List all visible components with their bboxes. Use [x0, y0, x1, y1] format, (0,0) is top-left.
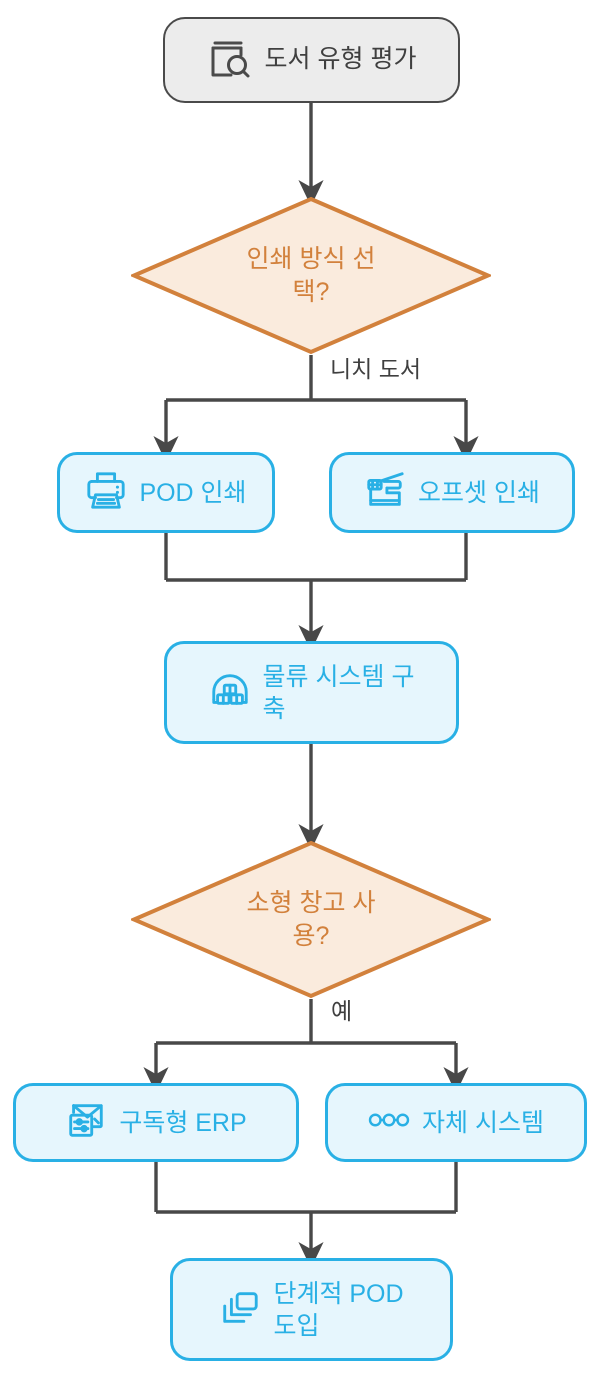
- printer-icon: [85, 469, 127, 516]
- node-decision-print-method[interactable]: 인쇄 방식 선 택?: [131, 196, 491, 355]
- logistics-line-2: 축: [262, 694, 286, 723]
- node-decision-print-label: 인쇄 방식 선 택?: [199, 243, 422, 308]
- node-start-label: 도서 유형 평가: [264, 45, 417, 74]
- warehouse-icon: [209, 669, 251, 716]
- decision-print-line-2: 택?: [292, 277, 330, 306]
- node-subscription-erp[interactable]: 구독형 ERP: [13, 1083, 299, 1162]
- edge-label-niche-books: 니치 도서: [330, 356, 422, 382]
- node-logistics-label: 물류 시스템 구 축: [263, 661, 415, 725]
- node-logistics-system[interactable]: 물류 시스템 구 축: [164, 641, 459, 744]
- logistics-line-1: 물류 시스템 구: [262, 662, 415, 691]
- printing-press-icon: [364, 469, 406, 516]
- layers-icon: [219, 1286, 261, 1333]
- node-staged-pod-label: 단계적 POD 도입: [273, 1278, 403, 1342]
- node-offset-print-label: 오프셋 인쇄: [418, 478, 540, 507]
- node-decision-warehouse-label: 소형 창고 사 용?: [199, 887, 422, 952]
- diamond-shape: [131, 840, 491, 999]
- node-own-system-label: 자체 시스템: [422, 1108, 544, 1137]
- node-staged-pod-adoption[interactable]: 단계적 POD 도입: [170, 1258, 453, 1361]
- node-decision-small-warehouse[interactable]: 소형 창고 사 용?: [131, 840, 491, 999]
- decision-print-line-1: 인쇄 방식 선: [246, 245, 376, 273]
- staged-pod-line-1: 단계적 POD: [273, 1279, 404, 1308]
- node-own-system[interactable]: 자체 시스템: [325, 1083, 587, 1162]
- node-offset-print[interactable]: 오프셋 인쇄: [329, 452, 575, 533]
- diamond-shape: [131, 196, 491, 355]
- node-pod-print[interactable]: POD 인쇄: [57, 452, 275, 533]
- node-subscription-erp-label: 구독형 ERP: [119, 1108, 247, 1137]
- node-pod-print-label: POD 인쇄: [139, 478, 247, 507]
- staged-pod-line-2: 도입: [273, 1311, 320, 1340]
- edge-label-yes: 예: [331, 998, 353, 1024]
- decision-warehouse-line-2: 용?: [292, 921, 330, 950]
- book-search-icon: [207, 35, 251, 86]
- decision-warehouse-line-1: 소형 창고 사: [246, 889, 376, 917]
- node-start-book-type-assessment[interactable]: 도서 유형 평가: [163, 17, 460, 103]
- envelope-settings-icon: [65, 1099, 107, 1146]
- chain-nodes-icon: [368, 1107, 410, 1138]
